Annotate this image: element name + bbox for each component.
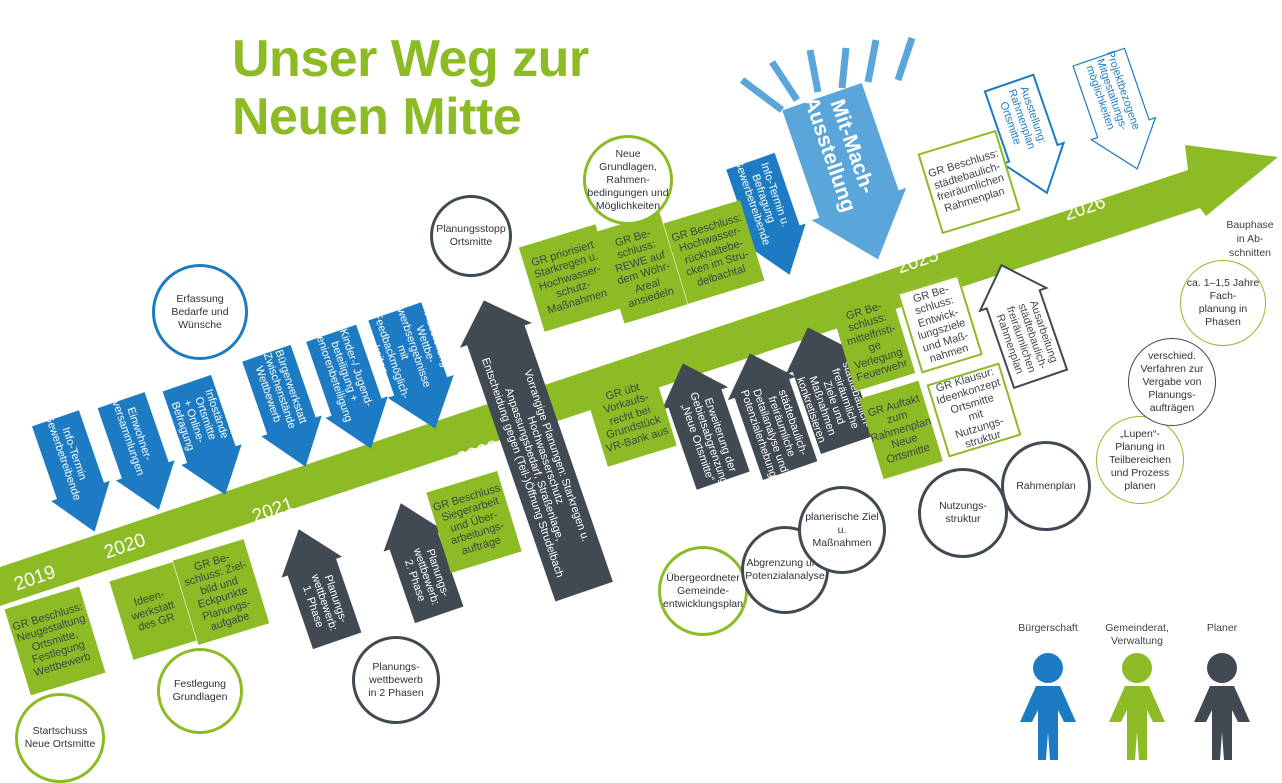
citizen-arrow-projektbezogene-mitgestaltung: Projektbezogene Mitgestaltungs- möglichk… bbox=[1067, 46, 1170, 180]
milestone-festlegung-grundlagen: Festlegung Grundlagen bbox=[157, 648, 243, 734]
milestone-lupen-planung: „Lupen“- Planung in Teilbereichen und Pr… bbox=[1096, 416, 1184, 504]
milestone-fachplanung: ca. 1–1,5 Jahre Fach- planung in Phasen bbox=[1180, 260, 1266, 346]
milestone-planerische-ziele: planerische Ziel u. Maßnahmen bbox=[798, 486, 886, 574]
arrow-label: Ausstellung: Rahmenplan Ortsmitte bbox=[997, 85, 1049, 151]
arrow-label: Planungs- wettbewerb: 1. Phase bbox=[300, 572, 350, 633]
milestone-vergabe-verfahren: verschied. Verfahren zur Vergabe von Pla… bbox=[1128, 338, 1216, 426]
milestone-startschuss: Startschuss Neue Ortsmitte bbox=[15, 693, 105, 783]
bauphase-label: Bauphase in Ab- schnitten bbox=[1226, 219, 1274, 259]
milestone-rahmenplan: Rahmenplan bbox=[1001, 441, 1091, 531]
person-icon-buergerschaft bbox=[1020, 653, 1076, 760]
milestone-erfassung-bedarfe: Erfassung Bedarfe und Wünsche bbox=[152, 264, 248, 360]
citizen-arrow-einwohnerversammlungen: Einwohner- versammlungen bbox=[92, 390, 188, 520]
milestone-neue-grundlagen: Neue Grundlagen, Rahmen- bedingungen und… bbox=[583, 135, 673, 225]
citizen-arrow-infostaende: Infostände Ortsmitte + Online-Befragung bbox=[157, 373, 256, 505]
citizen-arrow-mit-mach-ausstellung: Mit-Mach- Ausstellung bbox=[775, 80, 926, 275]
planner-arrow-ziele-massnahmen: städtebaulich- freiräumliche Ziele und M… bbox=[774, 316, 882, 457]
milestone-gemeindeentwicklungsplan: Übergeordneter Gemeinde- entwicklungspla… bbox=[658, 546, 748, 636]
planner-arrow-wettbewerb-phase-2: Planungs- wettbewerb: 2. Phase bbox=[371, 493, 470, 625]
milestone-nutzungsstruktur: Nutzungs- struktur bbox=[918, 468, 1008, 558]
milestone-planungsstopp: Planungsstopp Ortsmitte bbox=[430, 195, 512, 277]
legend-label-gemeinderat: Gemeinderat, Verwaltung bbox=[1105, 622, 1169, 647]
person-icon-gemeinderat bbox=[1109, 653, 1165, 760]
planner-arrow-gebietsabgrenzung: Erweiterung der Gebietsabgrenzung „Neue … bbox=[650, 352, 757, 492]
burst-rays-icon bbox=[739, 36, 916, 113]
planner-arrow-ausarbeitung-rahmenplan: Ausarbeitung städtebaulich- freiräumlich… bbox=[968, 254, 1073, 390]
planner-arrow-vorrangige-planungen: Vorrangige Planungen: Starkregen u. Hoch… bbox=[448, 288, 620, 604]
planner-arrow-wettbewerb-phase-1: Planungs- wettbewerb: 1. Phase bbox=[269, 519, 368, 651]
planner-arrow-detailanalyse: städtebaulich- freiräumliche Detailanaly… bbox=[716, 342, 824, 483]
arrow-label: Einwohner- versammlungen bbox=[109, 399, 154, 478]
citizen-arrow-kinder-jugend-senioren: Kinder-/ Jugend- beteiligung + Seniorenb… bbox=[300, 323, 402, 460]
legend-label-buergerschaft: Bürgerschaft bbox=[1018, 622, 1078, 634]
citizen-arrow-buergerwerkstatt: Bürgerwerkstatt Zwischenstände Wettbewer… bbox=[236, 343, 336, 477]
person-icon-planer bbox=[1194, 653, 1250, 760]
legend-label-planer: Planer bbox=[1206, 622, 1238, 634]
page-title: Unser Weg zur Neuen Mitte bbox=[232, 30, 589, 146]
citizen-arrow-ausstellung-wettbewerb: Ausstellung Wettbe- werbsergebnisse mit … bbox=[362, 300, 469, 440]
citizen-arrow-info-termin: Info-Termin Gewerbetreibende bbox=[26, 408, 124, 542]
milestone-planungswettbewerb: Planungs- wettbewerb in 2 Phasen bbox=[352, 636, 440, 724]
